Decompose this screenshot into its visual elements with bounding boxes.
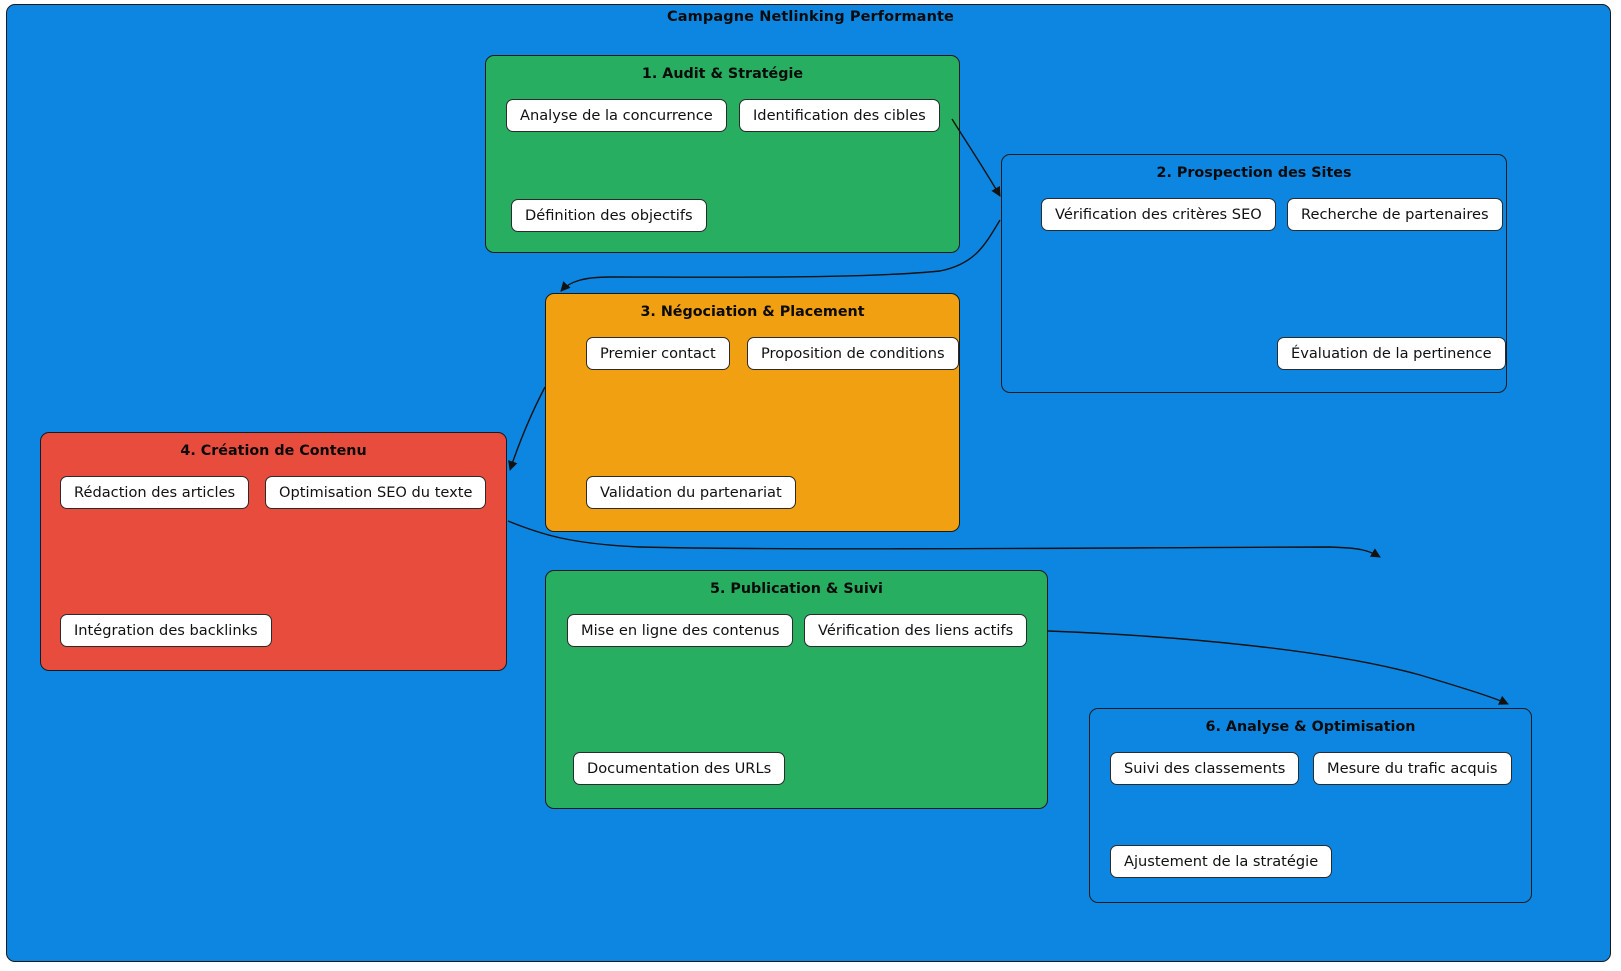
node-premier-contact[interactable]: Premier contact [586, 337, 730, 370]
node-redaction-articles[interactable]: Rédaction des articles [60, 476, 250, 509]
node-verification-criteres-seo[interactable]: Vérification des critères SEO [1041, 198, 1276, 231]
cluster-title-negociation: 3. Négociation & Placement [640, 304, 865, 320]
cluster-title-publication: 5. Publication & Suivi [710, 581, 883, 597]
node-integration-backlinks[interactable]: Intégration des backlinks [60, 614, 272, 647]
cluster-title-prospection: 2. Prospection des Sites [1156, 165, 1352, 181]
diagram-title: Campagne Netlinking Performante [667, 9, 954, 25]
node-mise-en-ligne-contenus[interactable]: Mise en ligne des contenus [567, 614, 794, 647]
node-suivi-classements[interactable]: Suivi des classements [1110, 752, 1300, 785]
node-definition-objectifs[interactable]: Définition des objectifs [511, 199, 707, 232]
node-documentation-urls[interactable]: Documentation des URLs [573, 752, 786, 785]
node-recherche-partenaires[interactable]: Recherche de partenaires [1287, 198, 1503, 231]
node-identification-cibles[interactable]: Identification des cibles [739, 99, 940, 132]
node-mesure-trafic-acquis[interactable]: Mesure du trafic acquis [1313, 752, 1512, 785]
node-analyse-concurrence[interactable]: Analyse de la concurrence [506, 99, 727, 132]
cluster-title-audit: 1. Audit & Stratégie [641, 66, 804, 82]
node-ajustement-strategie[interactable]: Ajustement de la stratégie [1110, 845, 1333, 878]
cluster-title-analyse: 6. Analyse & Optimisation [1205, 719, 1416, 735]
cluster-title-contenu: 4. Création de Contenu [180, 443, 367, 459]
cluster-analyse-optimisation[interactable]: 6. Analyse & Optimisation [1089, 708, 1532, 903]
node-optimisation-seo-texte[interactable]: Optimisation SEO du texte [265, 476, 487, 509]
node-verification-liens-actifs[interactable]: Vérification des liens actifs [804, 614, 1028, 647]
node-evaluation-pertinence[interactable]: Évaluation de la pertinence [1277, 337, 1506, 370]
node-proposition-conditions[interactable]: Proposition de conditions [747, 337, 959, 370]
node-validation-partenariat[interactable]: Validation du partenariat [586, 476, 796, 509]
cluster-prospection-sites[interactable]: 2. Prospection des Sites [1001, 154, 1507, 393]
